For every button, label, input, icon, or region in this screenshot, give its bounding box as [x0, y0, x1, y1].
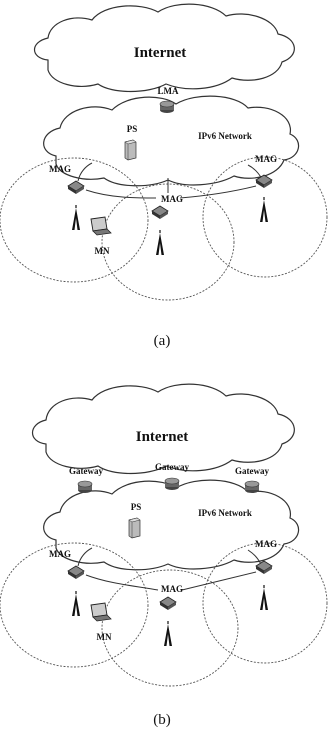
mag-left-ap-icon [67, 565, 85, 580]
internet-label: Internet [134, 45, 187, 61]
panel-b: Internet IPv6 Network Gateway Gateway Ga… [0, 383, 328, 728]
mag-to-center-link-right [181, 571, 257, 591]
mn-label: MN [97, 632, 112, 642]
mn-label: MN [95, 246, 110, 256]
caption-a: (a) [154, 333, 171, 349]
mag-left-link [77, 162, 93, 182]
ps-label: PS [127, 124, 138, 134]
ipv6-network-cloud [43, 479, 300, 571]
mag-right-ap-icon [255, 560, 273, 575]
gateway-right-router-icon [244, 480, 260, 494]
mag-right-tower-icon [259, 196, 269, 223]
mag-center-tower-icon [163, 620, 173, 647]
mag-right-label: MAG [255, 539, 277, 549]
mag-right-tower-icon [259, 584, 269, 611]
ps-label: PS [131, 502, 142, 512]
ps-server-icon [128, 517, 141, 539]
coverage-cell-center [101, 569, 239, 687]
mag-to-center-link-left [85, 574, 159, 591]
mag-to-center-link-left [85, 189, 157, 199]
mag-center-ap-icon [159, 596, 177, 611]
mn-laptop-icon [90, 602, 112, 622]
mn-laptop-icon [90, 216, 112, 236]
mag-left-ap-icon [67, 180, 85, 195]
gateway-left-router-icon [77, 480, 93, 494]
panel-a: Internet IPv6 Network LMA PS MAG MAG MAG [0, 3, 328, 349]
ipv6-network-cloud [43, 95, 300, 187]
gateway-right-label: Gateway [235, 466, 269, 476]
coverage-cell-left [0, 157, 149, 283]
lma-router-icon [159, 100, 175, 114]
mag-left-label: MAG [49, 549, 71, 559]
internet-cloud [33, 3, 295, 93]
gateway-left-label: Gateway [69, 466, 103, 476]
mag-left-tower-icon [71, 590, 81, 617]
coverage-cell-left [0, 542, 149, 668]
mag-left-link [77, 547, 93, 567]
mag-to-center-link-right [179, 185, 257, 199]
lma-label: LMA [158, 86, 179, 96]
coverage-cell-right [202, 156, 328, 278]
ipv6-network-label: IPv6 Network [198, 508, 252, 518]
gateway-center-router-icon [164, 477, 180, 491]
internet-cloud [31, 383, 295, 475]
internet-label: Internet [136, 429, 189, 445]
caption-b: (b) [153, 712, 171, 728]
ipv6-network-label: IPv6 Network [198, 131, 252, 141]
mag-left-tower-icon [71, 204, 81, 231]
mag-right-label: MAG [255, 154, 277, 164]
mag-left-label: MAG [49, 164, 71, 174]
mag-center-label: MAG [161, 584, 183, 594]
mag-center-tower-icon [155, 229, 165, 256]
mag-center-ap-icon [151, 205, 169, 220]
gateway-center-label: Gateway [155, 462, 189, 472]
coverage-cell-right [202, 542, 328, 664]
mag-center-label: MAG [161, 194, 183, 204]
ps-server-icon [124, 139, 137, 161]
